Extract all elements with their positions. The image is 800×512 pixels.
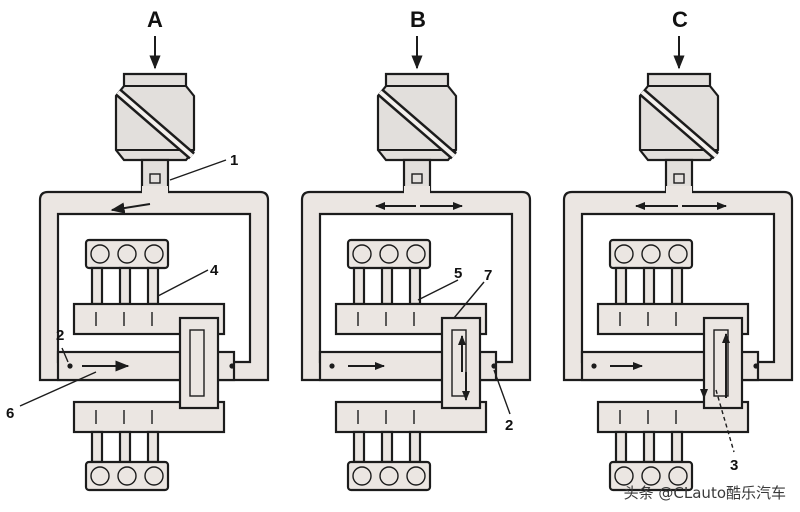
- callout-3: 3: [730, 457, 738, 474]
- callout-1-leader: [169, 159, 227, 181]
- callout-7-leader: [453, 281, 485, 319]
- callout-2a: 2: [56, 327, 64, 344]
- callout-6-leader: [19, 371, 97, 407]
- panel-a-letter: A: [147, 7, 163, 32]
- callout-1: 1: [230, 152, 238, 169]
- callout-4: 4: [210, 262, 219, 279]
- panel-c-system: [564, 36, 792, 490]
- callout-7: 7: [484, 267, 492, 284]
- callout-4-leader: [157, 269, 209, 297]
- callout-2b-leader: [493, 369, 511, 415]
- callout-3-leader: [715, 389, 735, 453]
- watermark: 头条 @CLauto酷乐汽车: [623, 484, 786, 502]
- panel-c-letter: C: [672, 7, 688, 32]
- callout-6: 6: [6, 405, 14, 422]
- callout-2b: 2: [505, 417, 513, 434]
- panel-a-flow-arrow: [110, 202, 151, 214]
- callout-5-leader: [417, 279, 459, 301]
- panel-a-system: [19, 36, 268, 490]
- callout-2a-leader: [61, 347, 69, 363]
- panel-b-letter: B: [410, 7, 426, 32]
- callout-5: 5: [454, 265, 462, 282]
- panel-b-system: [302, 36, 530, 490]
